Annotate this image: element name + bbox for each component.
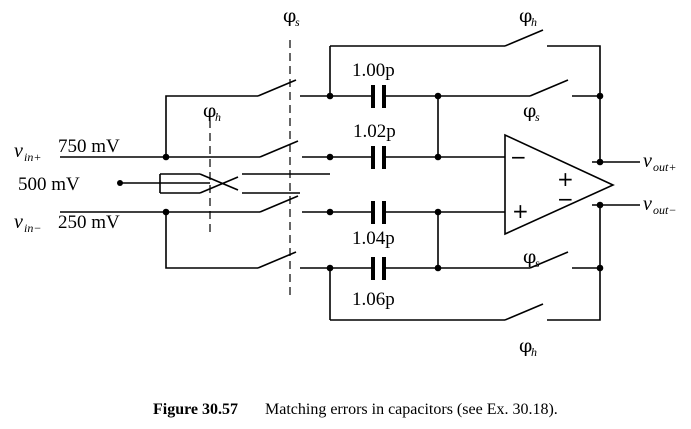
opamp-in-plus-sign: +	[512, 199, 529, 223]
phase-label-s-top: φ s	[283, 5, 300, 29]
switch-s-right-bottom	[529, 251, 569, 269]
phase-label-h-top: φ h	[519, 5, 537, 29]
phase-label-h-mid: φ h	[203, 100, 221, 124]
vin-minus-label: v in− 250 mV	[14, 211, 120, 235]
capacitor-c2	[371, 146, 386, 169]
switch-h-cm-top	[199, 173, 239, 191]
switch-h-cm-bottom	[199, 176, 239, 194]
vcm-branch	[159, 173, 200, 194]
svg-text:s: s	[535, 110, 540, 124]
phase-label-s-right-top: φ s	[523, 100, 540, 124]
svg-text:s: s	[535, 256, 540, 270]
opamp-in-minus-sign: −	[510, 145, 527, 169]
cap-label-c4: 1.06p	[352, 289, 395, 310]
cap-right-rails	[384, 95, 530, 269]
svg-text:φ: φ	[519, 5, 532, 27]
svg-text:φ: φ	[523, 246, 536, 268]
junction-dots	[117, 92, 604, 272]
input-switches	[199, 79, 330, 269]
switch-h-top	[504, 29, 544, 47]
switch-s-right-top	[529, 79, 569, 97]
figure-caption-text: Matching errors in capacitors (see Ex. 3…	[265, 401, 558, 418]
opamp-body	[504, 133, 615, 236]
svg-text:in−: in−	[24, 221, 41, 235]
svg-text:v: v	[14, 140, 23, 162]
svg-text:s: s	[295, 15, 300, 29]
svg-text:φ: φ	[523, 100, 536, 122]
svg-text:v: v	[643, 150, 652, 172]
svg-text:v: v	[14, 211, 23, 233]
capacitor-c4	[371, 257, 386, 280]
cap-left-rails	[329, 46, 372, 320]
vin-minus-value: 250 mV	[58, 212, 120, 233]
capacitor-c3	[371, 201, 386, 224]
phase-label-h-bottom: φ h	[519, 335, 537, 359]
svg-text:h: h	[215, 110, 221, 124]
switch-h-row2	[259, 140, 299, 158]
opamp-out-plus-sign: +	[557, 167, 574, 191]
feedback-switches	[330, 29, 601, 321]
opamp-out-minus-sign: −	[557, 187, 574, 211]
vin-plus-label: v in+ 750 mV	[14, 136, 120, 164]
svg-text:out−: out−	[653, 203, 676, 217]
figure-caption: Figure 30.57 Matching errors in capacito…	[153, 401, 558, 418]
cap-label-c3: 1.04p	[352, 228, 395, 249]
vin-plus-value: 750 mV	[58, 136, 120, 157]
cap-label-c1: 1.00p	[352, 60, 395, 81]
vin-plus-branch	[165, 95, 258, 157]
capacitor-c1	[371, 85, 386, 108]
vout-plus-label: v out+	[643, 150, 676, 174]
svg-text:h: h	[531, 15, 537, 29]
svg-text:v: v	[643, 193, 652, 215]
switch-h-row3	[259, 195, 299, 213]
svg-text:φ: φ	[519, 335, 532, 357]
switch-h-bottom	[504, 303, 544, 321]
svg-text:out+: out+	[653, 160, 676, 174]
svg-text:in+: in+	[24, 150, 41, 164]
phase-label-s-right-bottom: φ s	[523, 246, 540, 270]
svg-text:φ: φ	[203, 100, 216, 122]
vcm-value: 500 mV	[18, 174, 80, 195]
vin-minus-branch	[165, 212, 258, 269]
cap-label-c2: 1.02p	[353, 121, 396, 142]
input-wiring	[60, 95, 260, 269]
figure-number: Figure 30.57	[153, 401, 238, 418]
svg-text:φ: φ	[283, 5, 296, 27]
svg-text:h: h	[531, 345, 537, 359]
vout-minus-label: v out−	[643, 193, 676, 217]
